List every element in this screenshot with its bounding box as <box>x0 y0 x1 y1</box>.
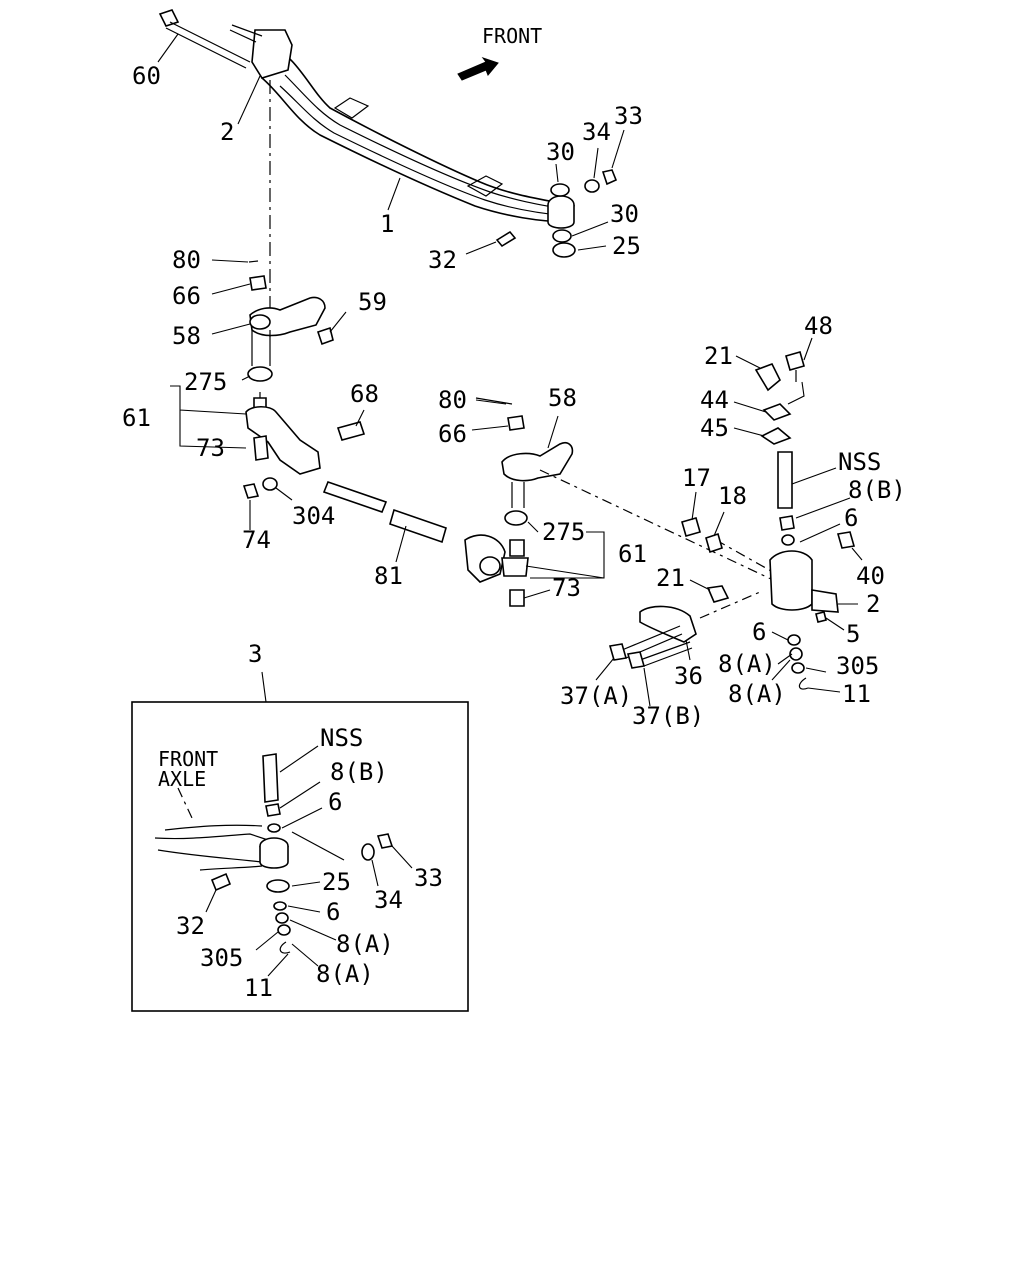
callout-nss: NSS <box>838 448 881 476</box>
callout-30-lower: 30 <box>610 200 639 228</box>
callout-59: 59 <box>358 288 387 316</box>
callout-36: 36 <box>674 662 703 690</box>
callout-73: 73 <box>196 434 225 462</box>
inset-callout-305: 305 <box>200 944 243 972</box>
inset-callout-34: 34 <box>374 886 403 914</box>
inset-callout-8b: 8(B) <box>330 758 388 786</box>
callout-275: 275 <box>184 368 227 396</box>
callout-66: 66 <box>172 282 201 310</box>
callout-61: 61 <box>122 404 151 432</box>
front-direction-label: FRONT <box>482 24 542 48</box>
callout-74: 74 <box>242 526 271 554</box>
inset-detail: FRONT AXLE NSS <box>131 701 469 1012</box>
callout-45: 45 <box>700 414 729 442</box>
inset-title-line2: AXLE <box>158 767 206 791</box>
inset-callout-nss: NSS <box>320 724 363 752</box>
inset-callout-11: 11 <box>244 974 273 1002</box>
callout-11: 11 <box>842 680 871 708</box>
callout-37b: 37(B) <box>632 702 704 730</box>
callout-6: 6 <box>844 504 858 532</box>
upper-right-fasteners <box>495 169 618 258</box>
axle-beam <box>229 24 575 229</box>
callout-58-right: 58 <box>548 384 577 412</box>
callout-8a-lower: 8(A) <box>728 680 786 708</box>
right-knuckle <box>608 351 856 690</box>
callout-8a: 8(A) <box>718 650 776 678</box>
callout-304: 304 <box>292 502 335 530</box>
callout-2: 2 <box>220 118 234 146</box>
callout-37a: 37(A) <box>560 682 632 710</box>
callout-labels: 60 2 1 30 34 33 30 25 32 80 66 59 58 275… <box>122 62 906 730</box>
left-steering-arm <box>242 260 366 499</box>
inset-callout-8a-lower: 8(A) <box>316 960 374 988</box>
inset-callout-32: 32 <box>176 912 205 940</box>
callout-34: 34 <box>582 118 611 146</box>
callout-275-right: 275 <box>542 518 585 546</box>
callout-305: 305 <box>836 652 879 680</box>
callout-2-right: 2 <box>866 590 880 618</box>
callout-8b: 8(B) <box>848 476 906 504</box>
inset-callout-6: 6 <box>328 788 342 816</box>
callout-73-right: 73 <box>552 574 581 602</box>
callout-60: 60 <box>132 62 161 90</box>
callout-33: 33 <box>614 102 643 130</box>
callout-30: 30 <box>546 138 575 166</box>
callout-3: 3 <box>248 640 262 668</box>
inset-callout-33: 33 <box>414 864 443 892</box>
inset-frame <box>131 701 469 1012</box>
callout-1: 1 <box>380 210 394 238</box>
bolt-60 <box>158 9 251 69</box>
callout-21-lower: 21 <box>656 564 685 592</box>
callout-68: 68 <box>350 380 379 408</box>
inset-callout-8a: 8(A) <box>336 930 394 958</box>
callout-80: 80 <box>172 246 201 274</box>
callout-25: 25 <box>612 232 641 260</box>
callout-21: 21 <box>704 342 733 370</box>
callout-32: 32 <box>428 246 457 274</box>
inset-callout-25: 25 <box>322 868 351 896</box>
inset-title-line1: FRONT <box>158 747 218 771</box>
callout-17: 17 <box>682 464 711 492</box>
callout-80-right: 80 <box>438 386 467 414</box>
callout-5: 5 <box>846 620 860 648</box>
right-steering-arm <box>475 397 574 607</box>
tie-rod <box>322 480 506 583</box>
callout-44: 44 <box>700 386 729 414</box>
callout-81: 81 <box>374 562 403 590</box>
inset-callout-6-lower: 6 <box>326 898 340 926</box>
front-arrow-icon <box>457 57 499 81</box>
callout-48: 48 <box>804 312 833 340</box>
callout-61-right: 61 <box>618 540 647 568</box>
callout-40: 40 <box>856 562 885 590</box>
callout-18: 18 <box>718 482 747 510</box>
callout-66-right: 66 <box>438 420 467 448</box>
front-direction-indicator: FRONT <box>457 24 542 81</box>
callout-6-lower: 6 <box>752 618 766 646</box>
leader-lines <box>157 33 863 707</box>
callout-58: 58 <box>172 322 201 350</box>
